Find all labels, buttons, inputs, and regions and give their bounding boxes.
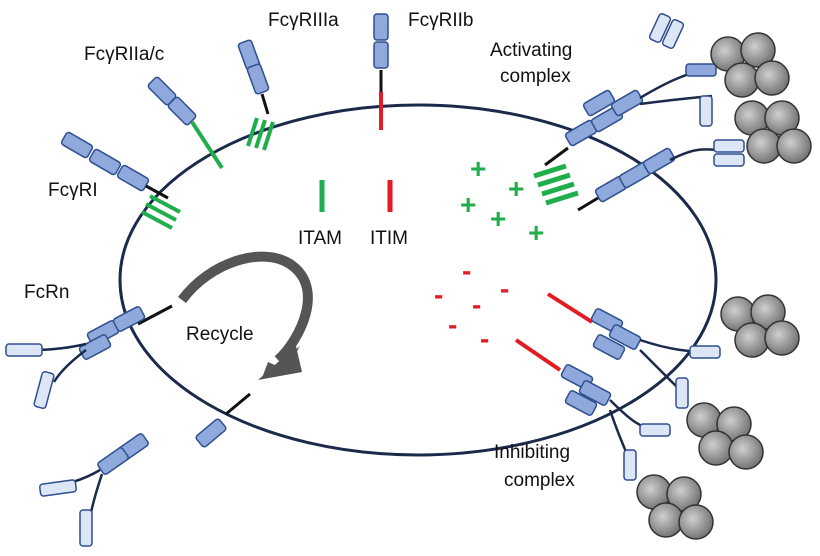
label-fcgriia-c: FcγRIIa/c: [84, 44, 164, 65]
free-antibody: [38, 433, 149, 547]
label-activating-line1: Activating: [490, 40, 572, 61]
label-fcrn: FcRn: [24, 282, 69, 303]
label-inhibiting-line1: Inhibiting: [494, 442, 570, 463]
cell-membrane: [118, 103, 718, 457]
plus-sign: +: [470, 153, 486, 184]
label-fcgriib: FcγRIIb: [408, 10, 473, 31]
fcgriiia-itam: [246, 117, 275, 151]
plus-sign: +: [460, 189, 476, 220]
minus-sign: -: [472, 289, 481, 320]
activating-complex: [533, 13, 812, 212]
fcgri-itam: [141, 194, 181, 230]
fcgriiia-receptor: [237, 39, 275, 151]
fcrn-recycled: [195, 392, 251, 448]
label-activating-line2: complex: [500, 66, 571, 87]
inhibiting-antigen-cluster: [636, 294, 800, 540]
label-fcgri: FcγRI: [48, 180, 98, 201]
label-recycle: Recycle: [186, 324, 254, 345]
inhibiting-signs: - - - - - -: [434, 255, 509, 354]
fcgri-receptor: [60, 131, 181, 230]
minus-sign: -: [434, 279, 443, 310]
activating-signs: + + + + +: [460, 153, 544, 248]
label-itam: ITAM: [298, 228, 342, 249]
minus-sign: -: [480, 323, 489, 354]
inhibiting-complex: [514, 292, 800, 540]
fcgriia-itam: [190, 120, 224, 170]
label-fcgriiia: FcγRIIIa: [268, 10, 339, 31]
activating-antigen-cluster: [710, 32, 812, 164]
label-itim: ITIM: [370, 228, 408, 249]
minus-sign: -: [448, 309, 457, 340]
recycle-arrow-icon: [177, 251, 313, 380]
fcrn-receptor: [5, 304, 173, 410]
plus-sign: +: [528, 217, 544, 248]
plus-sign: +: [508, 173, 524, 204]
minus-sign: -: [462, 255, 471, 286]
minus-sign: -: [500, 273, 509, 304]
fcgriib-receptor: [373, 13, 389, 130]
activating-itam-bundle: [533, 163, 579, 206]
fcgriia-c-receptor: [147, 76, 224, 170]
label-inhibiting-line2: complex: [504, 470, 575, 491]
plus-sign: +: [490, 203, 506, 234]
